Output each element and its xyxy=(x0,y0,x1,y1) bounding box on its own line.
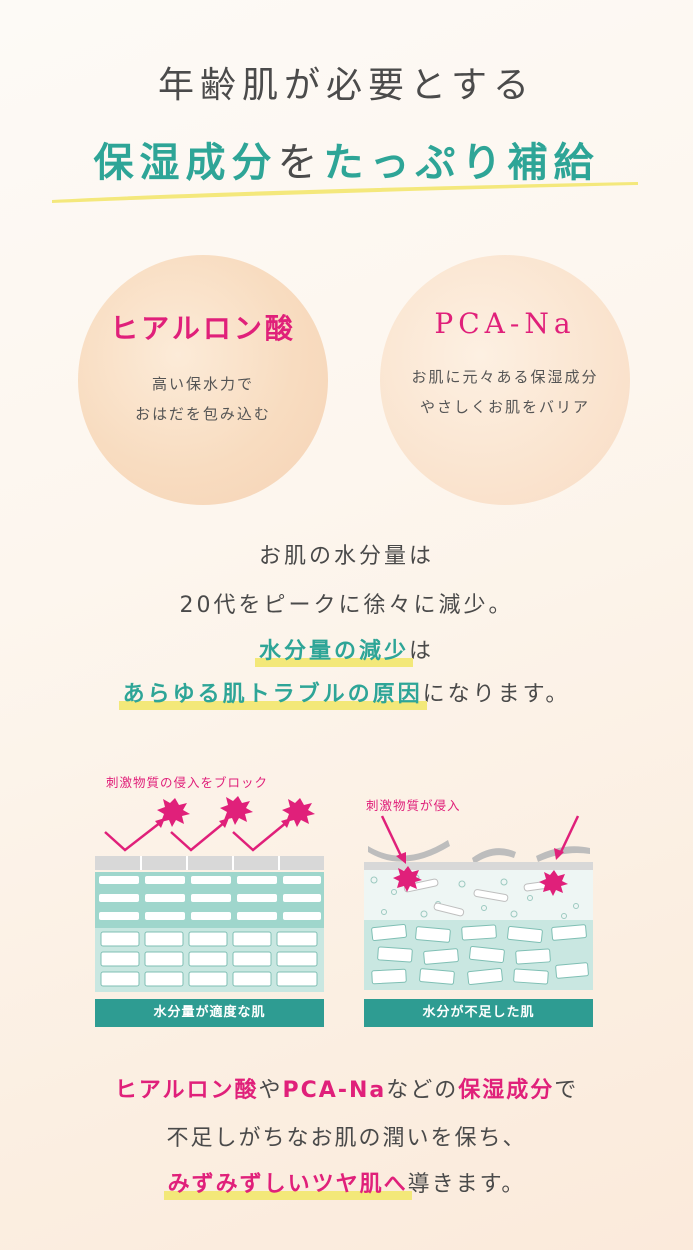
ingredient-desc-line: おはだを包み込む xyxy=(135,405,271,423)
headline-highlight-1: 保湿成分 xyxy=(93,139,278,186)
headline-connector: を xyxy=(277,140,324,186)
headline-highlight-2: たっぷり補給 xyxy=(323,139,600,186)
moisture-text-line3: 水分量の減少は xyxy=(0,633,693,667)
healthy-skin-illustration xyxy=(95,796,324,992)
moisture-text-line1: お肌の水分量は xyxy=(258,544,434,569)
closing-pink-pcana: PCA-Na xyxy=(282,1078,387,1103)
penetrate-arrow-icon xyxy=(380,815,580,859)
highlight-glossy-skin: みずみずしいツヤ肌へ xyxy=(163,1166,412,1200)
headline-underline-swoosh xyxy=(52,182,638,203)
moisture-text-suffix: は xyxy=(409,639,435,664)
deflect-arrow-icon xyxy=(104,821,288,852)
closing-text-line2: 不足しがちなお肌の潤いを保ち、 xyxy=(166,1126,527,1151)
irritant-burst-icon xyxy=(393,866,568,896)
ingredient-circle-hyaluronic: ヒアルロン酸 高い保水力で おはだを包み込む xyxy=(78,255,328,505)
flaking-skin-icon xyxy=(368,840,590,864)
moisture-text-line4: あらゆる肌トラブルの原因になります。 xyxy=(0,676,693,710)
moisture-text-line2: 20代をピークに徐々に減少。 xyxy=(179,593,514,618)
ingredient-desc-line: お肌に元々ある保湿成分 xyxy=(411,368,599,386)
closing-pink-hyaluronic: ヒアルロン酸 xyxy=(114,1078,259,1103)
diagram-right-label: 刺激物質が侵入 xyxy=(366,798,461,813)
closing-text-de: で xyxy=(554,1078,579,1103)
headline-line2: 保湿成分をたっぷり補給 xyxy=(0,130,693,188)
highlight-skin-trouble-cause: あらゆる肌トラブルの原因 xyxy=(118,676,427,710)
irritant-burst-icon xyxy=(157,796,315,827)
closing-text-nado: などの xyxy=(386,1078,459,1103)
caption-dry-skin: 水分が不足した肌 xyxy=(364,999,593,1027)
highlight-moisture-decrease: 水分量の減少 xyxy=(254,633,414,667)
closing-pink-moisturizer: 保湿成分 xyxy=(458,1078,555,1103)
closing-text-line1: ヒアルロン酸やPCA-Naなどの保湿成分で xyxy=(0,1072,693,1104)
ingredient-desc-line: 高い保水力で xyxy=(151,375,254,393)
dry-skin-illustration xyxy=(364,815,593,990)
ingredient-name: PCA-Na xyxy=(434,307,576,340)
ingredient-desc-line: やさしくお肌をバリア xyxy=(419,398,590,416)
closing-text-line3: みずみずしいツヤ肌へ導きます。 xyxy=(0,1166,693,1200)
ingredient-name: ヒアルロン酸 xyxy=(110,312,296,345)
headline-line1: 年齢肌が必要とする xyxy=(158,65,535,106)
closing-text-ya: や xyxy=(258,1078,283,1103)
caption-healthy-skin: 水分量が適度な肌 xyxy=(95,999,324,1027)
ingredient-circle-pcana: PCA-Na お肌に元々ある保湿成分 やさしくお肌をバリア xyxy=(380,255,630,505)
moisture-text-suffix: になります。 xyxy=(422,682,571,707)
closing-text-suffix: 導きます。 xyxy=(407,1172,526,1197)
diagram-left-label: 刺激物質の侵入をブロック xyxy=(106,775,269,790)
